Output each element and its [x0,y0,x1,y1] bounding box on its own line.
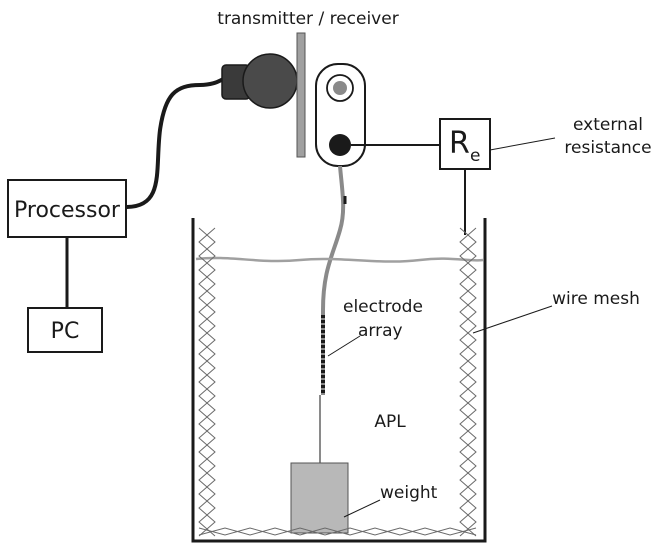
bottom-wire-mesh [198,527,477,536]
resistor-subscript: e [470,146,480,166]
processor-box: Processor [7,179,127,238]
pc-label: PC [51,319,80,344]
electrode-array-leader [327,335,361,357]
electrode-array-label-line2: array [358,321,403,341]
right-wire-mesh [459,227,477,537]
transmitter-receiver-label: transmitter / receiver [217,9,398,29]
wire-mesh-leader [472,305,553,334]
resistor-symbol: R [449,126,470,161]
water-surface [195,256,484,263]
external-resistance-label-line2: resistance [564,138,651,158]
electrode-lead [321,165,346,395]
processor-coil-cable [125,76,227,209]
weight-block [290,462,349,534]
apl-label: APL [374,412,406,432]
electrode-array-label-line1: electrode [343,297,423,317]
external-resistance-leader [489,137,556,151]
headpiece-coil [221,53,298,109]
left-wire-mesh [198,227,216,537]
external-resistor: R e [439,118,491,170]
skin-plate [296,32,306,158]
tank-walls [191,218,487,543]
implant-receiver [315,63,366,167]
external-resistance-label-line1: external [573,115,643,135]
weight-label: weight [380,483,438,503]
processor-label: Processor [14,198,121,223]
pc-box: PC [27,307,103,353]
wire-mesh-label: wire mesh [552,289,640,309]
weight-leader [343,499,381,518]
